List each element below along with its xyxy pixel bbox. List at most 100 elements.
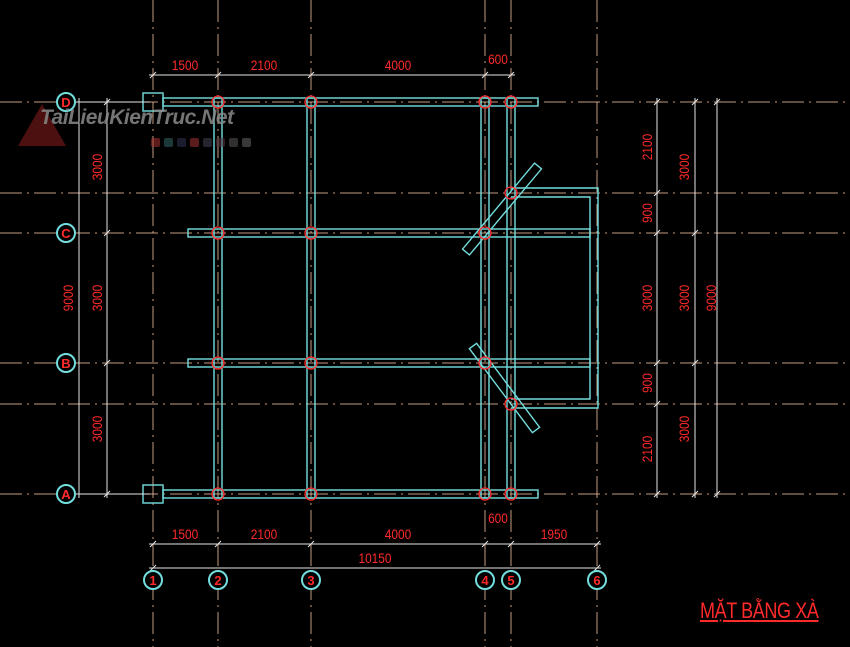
dimension-right-text: 2100 xyxy=(639,134,655,160)
dimension-bottom-text: 4000 xyxy=(385,526,411,542)
watermark-text: TaiLieuKienTruc.Net xyxy=(40,106,234,129)
watermark: TaiLieuKienTruc.Net xyxy=(18,100,278,160)
beam-vertical xyxy=(506,97,516,499)
axis-column-label: 1 xyxy=(149,573,156,588)
axis-row-circle xyxy=(56,484,76,504)
axis-column-label: 2 xyxy=(214,573,221,588)
beam-horizontal xyxy=(162,489,539,499)
column-marker xyxy=(211,487,225,501)
axis-column-circle xyxy=(301,570,321,590)
axis-row-label: A xyxy=(61,487,71,502)
dimension-tick xyxy=(653,98,661,106)
axis-column-circle xyxy=(475,570,495,590)
dimension-right-middle-text: 3000 xyxy=(676,154,692,180)
column-marker xyxy=(304,487,318,501)
dimension-tick xyxy=(103,359,111,367)
column-marker xyxy=(304,356,318,370)
watermark-dots xyxy=(151,138,251,147)
dimension-right-text: 2100 xyxy=(639,436,655,462)
dimension-tick xyxy=(214,540,222,548)
dimension-tick xyxy=(307,71,315,79)
column-marker xyxy=(478,356,492,370)
dimension-top-text: 1500 xyxy=(172,57,198,73)
dimension-tick xyxy=(507,71,515,79)
dimension-tick xyxy=(653,229,661,237)
dimension-tick xyxy=(149,71,157,79)
dimension-tick xyxy=(593,564,601,572)
axis-row-label: B xyxy=(61,356,70,371)
dimension-right-text: 3000 xyxy=(639,285,655,311)
bay-frame-inner xyxy=(511,196,591,400)
column-marker xyxy=(504,487,518,501)
beam-vertical xyxy=(306,97,316,499)
column-marker xyxy=(504,186,518,200)
dimension-bottom-text: 600 xyxy=(488,510,508,526)
dimension-tick xyxy=(691,359,699,367)
axis-column-label: 4 xyxy=(481,573,489,588)
axis-column-label: 5 xyxy=(507,573,514,588)
dimension-right-middle-text: 3000 xyxy=(676,416,692,442)
column-marker xyxy=(504,397,518,411)
dimension-tick xyxy=(713,490,721,498)
dimension-right-middle-text: 3000 xyxy=(676,285,692,311)
column-marker xyxy=(504,95,518,109)
dimension-top-text: 2100 xyxy=(251,57,277,73)
dimension-tick xyxy=(691,490,699,498)
dimension-bottom-text: 1950 xyxy=(541,526,567,542)
axis-row-label: D xyxy=(61,95,70,110)
axis-column-circle xyxy=(501,570,521,590)
drawing-title: MẶT BẰNG XÀ xyxy=(700,598,819,623)
column-marker xyxy=(478,95,492,109)
column-marker xyxy=(211,226,225,240)
dimension-tick xyxy=(149,564,157,572)
bay-frame-outer xyxy=(511,187,599,409)
column-marker xyxy=(304,95,318,109)
axis-row-circle xyxy=(56,223,76,243)
dimension-left-text: 3000 xyxy=(89,154,105,180)
dimension-right-total-text: 9000 xyxy=(703,285,719,311)
dimension-tick xyxy=(691,98,699,106)
dimension-tick xyxy=(653,189,661,197)
dimension-tick xyxy=(593,540,601,548)
column-marker xyxy=(211,95,225,109)
column-marker xyxy=(304,226,318,240)
dimension-bottom-text: 2100 xyxy=(251,526,277,542)
dimension-left-total-text: 9000 xyxy=(60,285,76,311)
dimension-right-text: 900 xyxy=(639,203,655,223)
dimension-tick xyxy=(713,98,721,106)
axis-column-label: 3 xyxy=(307,573,314,588)
dimension-tick xyxy=(653,359,661,367)
dimension-tick xyxy=(481,540,489,548)
axis-column-label: 6 xyxy=(593,573,600,588)
column-marker xyxy=(478,226,492,240)
dimension-right-text: 900 xyxy=(639,373,655,393)
column-marker xyxy=(478,487,492,501)
dimension-tick xyxy=(481,71,489,79)
dimension-top-text: 600 xyxy=(488,51,508,67)
beam-vertical xyxy=(213,97,223,499)
dimension-left-text: 3000 xyxy=(89,285,105,311)
axis-column-circle xyxy=(208,570,228,590)
dimension-left-text: 3000 xyxy=(89,416,105,442)
column-marker xyxy=(211,356,225,370)
axis-row-circle xyxy=(56,353,76,373)
diagonal-strut xyxy=(461,162,543,256)
dimension-bottom-text: 1500 xyxy=(172,526,198,542)
axis-column-circle xyxy=(587,570,607,590)
dimension-bottom-total-text: 10150 xyxy=(358,550,391,566)
dimension-tick xyxy=(507,540,515,548)
beam-horizontal xyxy=(162,97,539,107)
dimension-tick xyxy=(103,229,111,237)
axis-column-circle xyxy=(143,570,163,590)
dimension-tick xyxy=(149,540,157,548)
beam-vertical xyxy=(480,97,490,499)
watermark-logo-icon xyxy=(18,104,66,146)
dimension-tick xyxy=(214,71,222,79)
dimension-top-text: 4000 xyxy=(385,57,411,73)
dimension-tick xyxy=(691,229,699,237)
dimension-tick xyxy=(653,490,661,498)
dimension-tick xyxy=(307,540,315,548)
diagonal-strut xyxy=(468,342,541,434)
dimension-tick xyxy=(653,400,661,408)
